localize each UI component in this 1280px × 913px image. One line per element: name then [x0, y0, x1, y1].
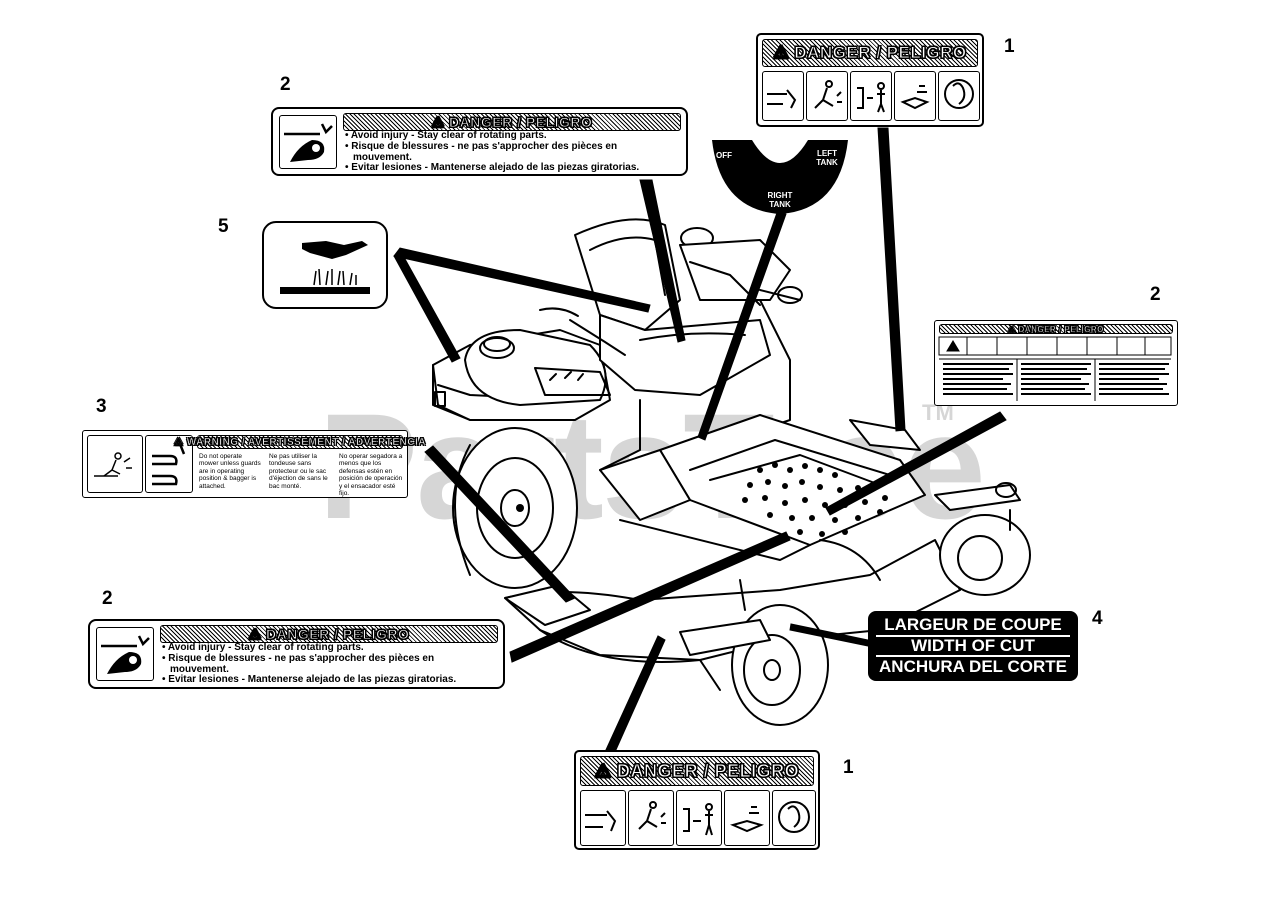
text-line: • Evitar lesiones - Mantenerse alejado d… [345, 162, 640, 174]
thrown-object-icon [87, 435, 143, 493]
text-line: • Evitar lesiones - Mantenerse alejado d… [162, 674, 457, 686]
callout-2-top-left: 2 [280, 74, 291, 95]
text-line: mouvement. [170, 663, 229, 675]
danger-title: ⚠ DANGER / PELIGRO [248, 625, 410, 642]
danger-title: ⚠ DANGER / PELIGRO [1008, 324, 1104, 334]
guard-bagger-icon [145, 435, 193, 493]
thrown-object-icon [628, 790, 674, 846]
hot-surface-hand-icon [280, 241, 370, 294]
shutdown-icon [772, 790, 816, 846]
danger-pictogram-decal-top: ⚠ DANGER / PELIGRO [756, 33, 984, 127]
read-manual-icon [724, 790, 770, 846]
safety-pictogram-strip [938, 336, 1172, 401]
danger-title: ⚠ DANGER / PELIGRO [773, 43, 967, 63]
safety-instructions-decal-right: ⚠ DANGER / PELIGRO [934, 320, 1178, 406]
danger-title-bar: ⚠ DANGER / PELIGRO [160, 625, 498, 643]
fuel-right-tank-label: RIGHT TANK [767, 191, 793, 209]
text-line: • Avoid injury - Stay clear of rotating … [345, 130, 547, 141]
read-manual-icon [894, 71, 936, 121]
danger-title: ⚠ DANGER / PELIGRO [594, 760, 800, 781]
width-of-cut-french: LARGEUR DE COUPE [884, 615, 1062, 634]
text-line: • Risque de blessures - ne pas s'approch… [162, 652, 435, 664]
hot-surface-decal [262, 221, 388, 309]
callout-5: 5 [218, 216, 229, 237]
fuel-tank-selector-decal [712, 140, 848, 214]
warning-text-spanish: No operar segadora a menos que los defen… [339, 453, 403, 498]
danger-pictogram-decal-bottom: ⚠ DANGER / PELIGRO [574, 750, 820, 850]
width-of-cut-decal: LARGEUR DE COUPE WIDTH OF CUT ANCHURA DE… [868, 611, 1078, 681]
callout-1-top: 1 [1004, 36, 1015, 57]
danger-title-bar: ⚠ DANGER / PELIGRO [580, 756, 814, 786]
rotating-parts-text: • Avoid injury - Stay clear of rotating … [345, 130, 640, 174]
fuel-off-label: OFF [716, 151, 732, 160]
text-line: mouvement. [353, 151, 412, 163]
callout-4: 4 [1092, 608, 1103, 629]
hand-entanglement-icon [96, 627, 154, 681]
rotating-parts-decal-bottom: ⚠ DANGER / PELIGRO • Avoid injury - Stay… [88, 619, 505, 689]
danger-title: ⚠ DANGER / PELIGRO [431, 113, 593, 130]
width-of-cut-english: WIDTH OF CUT [876, 635, 1070, 657]
rotating-parts-decal-top: ⚠ DANGER / PELIGRO • Avoid injury - Stay… [271, 107, 688, 176]
warning-title: ⚠ WARNING / AVERTISSEMENT / ADVERTENCIA [174, 436, 426, 448]
danger-title-bar: ⚠ DANGER / PELIGRO [939, 324, 1173, 334]
keep-bystanders-away-icon [850, 71, 892, 121]
callout-3: 3 [96, 396, 107, 417]
width-of-cut-spanish: ANCHURA DEL CORTE [879, 657, 1067, 676]
danger-title-bar: ⚠ DANGER / PELIGRO [343, 113, 681, 131]
rotating-blade-hand-icon [580, 790, 626, 846]
shutdown-icon [938, 71, 980, 121]
fuel-left-tank-label: LEFT TANK [816, 149, 838, 167]
text-line: • Risque de blessures - ne pas s'approch… [345, 140, 618, 152]
rotating-blade-hand-icon [762, 71, 804, 121]
thrown-object-icon [806, 71, 848, 121]
hand-entanglement-icon [279, 115, 337, 169]
keep-bystanders-away-icon [676, 790, 722, 846]
rotating-parts-text: • Avoid injury - Stay clear of rotating … [162, 642, 457, 686]
guards-warning-decal: ⚠ WARNING / AVERTISSEMENT / ADVERTENCIA … [82, 430, 426, 498]
warning-text-french: Ne pas utiliser la tondeuse sans protect… [269, 453, 328, 490]
warning-title-bar: ⚠ WARNING / AVERTISSEMENT / ADVERTENCIA [174, 435, 426, 449]
text-line: • Avoid injury - Stay clear of rotating … [162, 642, 364, 653]
callout-2-right: 2 [1150, 284, 1161, 305]
callout-2-bottom-left: 2 [102, 588, 113, 609]
danger-title-bar: ⚠ DANGER / PELIGRO [762, 39, 978, 67]
warning-text-english: Do not operate mower unless guards are i… [199, 453, 261, 490]
callout-1-bottom: 1 [843, 757, 854, 778]
